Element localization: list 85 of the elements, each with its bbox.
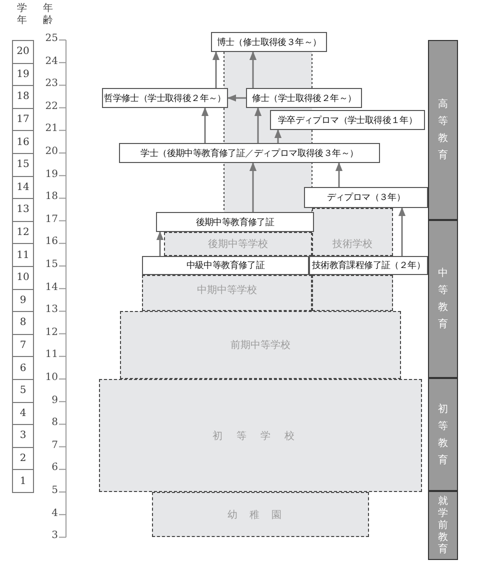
school-stage-area (312, 208, 393, 256)
school-stage-area (152, 492, 369, 538)
arrow (249, 51, 257, 88)
grade-cell: 19 (12, 62, 34, 86)
certificate-box: 博士（修士取得後３年～） (211, 32, 327, 52)
grade-cell: 17 (12, 108, 34, 132)
age-label: 16 (44, 236, 58, 248)
arrow (227, 94, 246, 102)
school-name: 初等学校 (212, 430, 308, 442)
grade-cell: 4 (12, 402, 34, 426)
age-label: 10 (44, 372, 58, 383)
school-stage-area (120, 311, 401, 379)
certificate-box: ディプロマ（３年） (304, 187, 428, 208)
arrow (335, 162, 343, 187)
school-name: 前期中等学校 (230, 338, 290, 352)
arrow (398, 207, 406, 256)
grade-cell: 9 (12, 288, 34, 312)
age-label: 11 (44, 349, 58, 360)
grade-cell: 1 (12, 469, 34, 493)
certificate-box: 中級中等教育修了証 (142, 256, 309, 275)
certificate-box: 後期中等教育修了証 (156, 212, 314, 232)
certificate-box: 学卒ディプロマ（学士取得後１年） (270, 110, 425, 130)
grade-cell: 12 (12, 220, 34, 244)
grade-cell: 7 (12, 334, 34, 358)
grade-cell: 3 (12, 424, 34, 448)
arrow (274, 129, 282, 143)
grade-cell: 10 (12, 266, 34, 290)
school-stage-area (142, 275, 312, 312)
grade-cell: 16 (12, 130, 34, 154)
age-label: 21 (44, 123, 58, 134)
education-level-label: 初等教育 (438, 402, 448, 468)
grade-cell: 11 (12, 243, 34, 267)
school-stage-area (164, 232, 312, 256)
arrow (249, 162, 257, 212)
age-label: 5 (50, 485, 58, 496)
age-label: 20 (44, 146, 58, 157)
age-label: 23 (44, 78, 58, 90)
certificate-box: 技術教育課程修了証（２年） (309, 256, 428, 275)
education-level-band (428, 491, 458, 560)
age-label: 3 (50, 530, 58, 542)
grade-cell: 5 (12, 379, 34, 403)
grade-cell: 6 (12, 356, 34, 380)
age-label: 8 (50, 417, 58, 428)
column-header: 年齢 (43, 3, 54, 27)
certificate-box: 哲学修士（学士取得後２年～） (102, 88, 228, 108)
education-level-band (428, 378, 458, 491)
school-name: 中期中等学校 (197, 284, 257, 298)
education-level-band (428, 40, 458, 220)
certificate-box: 学士（後期中等教育修了証／ディプロマ取得後３年～） (119, 143, 380, 163)
education-level-label: 高等教育 (438, 98, 448, 163)
age-label: 22 (44, 100, 58, 112)
grade-cell: 8 (12, 311, 34, 335)
age-label: 4 (50, 508, 58, 519)
age-label: 18 (44, 191, 58, 202)
column-header: 学年 (17, 3, 28, 27)
age-label: 15 (44, 259, 58, 270)
school-name: 後期中等学校 (208, 238, 268, 251)
grade-cell: 14 (12, 176, 34, 200)
education-level-band (428, 220, 458, 378)
age-label: 25 (44, 33, 58, 44)
school-name: 幼稚園 (228, 508, 294, 522)
grade-cell: 13 (12, 198, 34, 222)
grade-cell: 2 (12, 446, 34, 470)
arrow (254, 107, 262, 143)
arrow (212, 51, 220, 88)
age-label: 17 (44, 214, 58, 225)
school-stage-area (99, 379, 422, 492)
grade-cell: 20 (12, 40, 34, 64)
arrow (201, 107, 209, 143)
age-label: 6 (50, 462, 58, 474)
age-label: 14 (44, 282, 58, 293)
grade-cell: 18 (12, 85, 34, 109)
education-level-label: 就学前教育 (438, 496, 448, 556)
arrow (156, 231, 164, 256)
grade-cell: 15 (12, 153, 34, 177)
age-label: 9 (50, 394, 58, 406)
school-stage-area (312, 275, 393, 312)
age-label: 19 (44, 168, 58, 180)
age-label: 12 (44, 326, 58, 338)
age-label: 7 (50, 440, 58, 451)
school-name: 技術学校 (332, 238, 372, 251)
age-label: 13 (44, 304, 58, 316)
age-label: 24 (44, 56, 58, 67)
education-level-label: 中等教育 (438, 266, 448, 332)
certificate-box: 修士（学士取得後２年～） (246, 88, 362, 108)
